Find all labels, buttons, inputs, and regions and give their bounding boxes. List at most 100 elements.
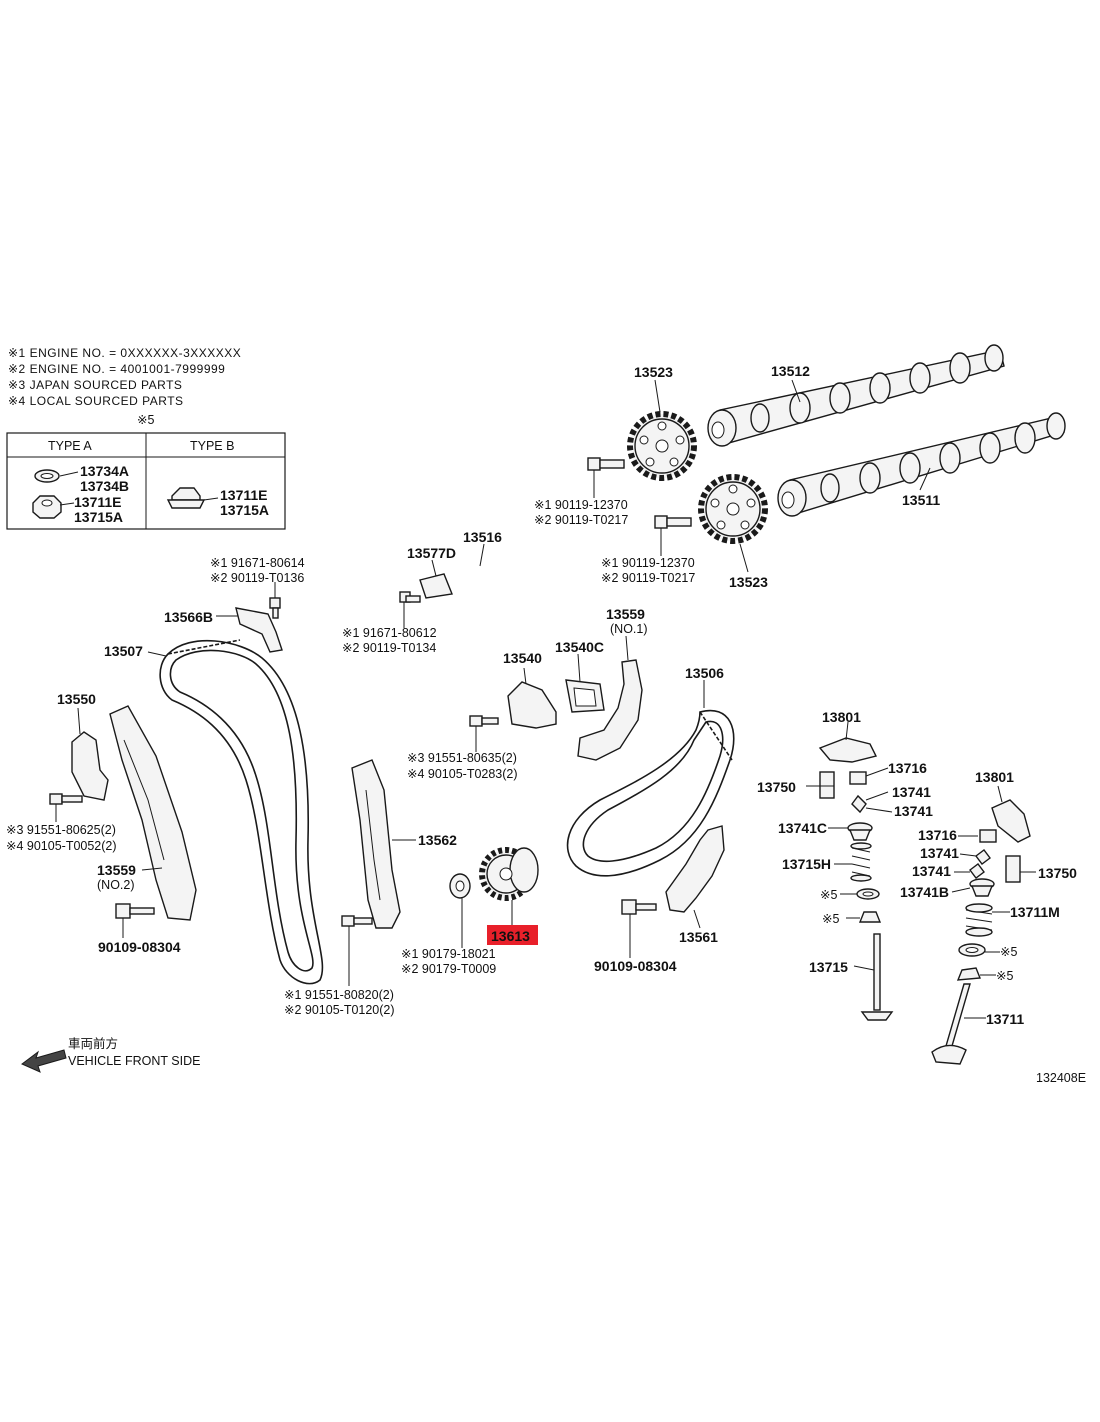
crank-sprocket-13613: [479, 847, 539, 901]
label-13613[interactable]: 13613: [491, 928, 530, 944]
lash-adjuster-13750-a: [819, 771, 835, 799]
keeper-13741-a: [851, 794, 867, 814]
note-2: ※2 ENGINE NO. = 4001001-7999999: [8, 362, 225, 376]
label-13801-b: 13801: [975, 769, 1014, 785]
label-13550: 13550: [57, 691, 96, 707]
label-90109-left: 90109-08304: [98, 939, 181, 955]
label-13507: 13507: [104, 643, 143, 659]
label-13559-no2: 13559: [97, 862, 136, 878]
diagram-ref-code: 132408E: [1036, 1071, 1086, 1085]
chain-guide-13561: [621, 825, 725, 915]
front-label-en: VEHICLE FRONT SIDE: [68, 1054, 200, 1068]
valve-13715: [860, 933, 894, 1021]
spring-13711m: [965, 903, 993, 937]
pipe-13516: [470, 564, 498, 598]
bracket-13577d: [399, 573, 453, 603]
timing-chain-13507: [159, 639, 324, 985]
camshaft-13511: [777, 412, 1066, 517]
label-13741-d: 13741: [912, 863, 951, 879]
label-mark5-b: ※5: [822, 912, 839, 926]
slipper-13559-no2: [109, 705, 197, 921]
label-bolt1-b: ※2 90119-T0217: [534, 513, 628, 527]
front-label-jp: 車両前方: [68, 1036, 118, 1051]
label-90109-right: 90109-08304: [594, 958, 677, 974]
valve-seal-b-icon: [171, 487, 201, 501]
label-13741-a: 13741: [892, 784, 931, 800]
tensioner-13540: [469, 681, 557, 729]
note-3: ※3 JAPAN SOURCED PARTS: [8, 378, 182, 392]
retainer-13741c: [847, 822, 873, 841]
valve-13711: [931, 983, 971, 1065]
vehicle-front-arrow-icon: [21, 1049, 67, 1073]
label-mark5-a: ※5: [820, 888, 837, 902]
label-mark5-d: ※5: [996, 969, 1013, 983]
engine-notes: ※1 ENGINE NO. = 0XXXXXX-3XXXXXX ※2 ENGIN…: [8, 346, 241, 408]
label-13716-a: 13716: [888, 760, 927, 776]
label-13741-c: 13741: [920, 845, 959, 861]
label-13750-b: 13750: [1038, 865, 1077, 881]
seal-a: [858, 911, 882, 923]
label-13540: 13540: [503, 650, 542, 666]
label-13550-bolt-b: ※4 90105-T0052(2): [6, 839, 117, 853]
label-bolt2-b: ※2 90119-T0217: [601, 571, 695, 585]
keeper-13741-d: [969, 863, 985, 879]
label-13715h: 13715H: [782, 856, 831, 872]
label-13550-bolt-a: ※3 91551-80625(2): [6, 823, 116, 837]
label-13562-bolt-a: ※1 91551-80820(2): [284, 988, 394, 1002]
type-b-label-2: 13715A: [220, 502, 269, 518]
label-13715: 13715: [809, 959, 848, 975]
cam-sprocket-top: [627, 411, 697, 481]
label-13711: 13711: [986, 1011, 1024, 1027]
sprocket-bolt-top: [587, 457, 625, 471]
label-13540c: 13540C: [555, 639, 604, 655]
label-13577d: 13577D: [407, 545, 456, 561]
label-13512: 13512: [771, 363, 810, 379]
keeper-13741-c: [975, 849, 991, 865]
type-b-label-1: 13711E: [220, 487, 268, 503]
label-13559-no1-sub: (NO.1): [610, 622, 648, 636]
spring-13715h: [850, 842, 872, 882]
bolt-13562: [341, 915, 373, 927]
camshaft-13512: [707, 344, 1005, 447]
cam-sprocket-bottom: [698, 474, 768, 544]
note-1: ※1 ENGINE NO. = 0XXXXXX-3XXXXXX: [8, 346, 241, 360]
label-13613-nut-b: ※2 90179-T0009: [401, 962, 496, 976]
label-13562-bolt-b: ※2 90105-T0120(2): [284, 1003, 395, 1017]
pad-13716-a: [849, 771, 867, 785]
type-a-label-4: 13715A: [74, 509, 123, 525]
label-13540-bolt-b: ※4 90105-T0283(2): [407, 767, 518, 781]
gasket-13540c: [565, 679, 605, 713]
chain-guide-13562: [351, 759, 401, 929]
label-13566b-bolt-b: ※2 90119-T0136: [210, 571, 304, 585]
label-13559-no2-sub: (NO.2): [97, 878, 135, 892]
label-13741b: 13741B: [900, 884, 949, 900]
label-13561: 13561: [679, 929, 718, 945]
type-a-label-2: 13734B: [80, 478, 129, 494]
guide-13566b: [235, 597, 283, 653]
sprocket-bolt-bottom: [654, 515, 692, 529]
label-13711m: 13711M: [1010, 904, 1060, 920]
label-13577d-bolt-b: ※2 90119-T0134: [342, 641, 436, 655]
label-13613-nut-a: ※1 90179-18021: [401, 947, 496, 961]
rocker-13801-b: [991, 799, 1031, 843]
highlight-13613: [487, 925, 538, 945]
label-bolt1-a: ※1 90119-12370: [534, 498, 628, 512]
washer-a: [856, 888, 880, 900]
label-13741c: 13741C: [778, 820, 827, 836]
label-13566b-bolt-a: ※1 91671-80614: [210, 556, 305, 570]
rocker-13801-a: [818, 737, 878, 763]
nut-13613: [449, 873, 471, 899]
label-13559-no1: 13559: [606, 606, 645, 622]
label-13523-top: 13523: [634, 364, 673, 380]
label-13523-bottom: 13523: [729, 574, 768, 590]
timing-chain-13506: [566, 709, 735, 877]
lash-adjuster-13750-b: [1005, 855, 1021, 883]
type-a-label-3: 13711E: [74, 494, 122, 510]
type-a-label-1: 13734A: [80, 463, 129, 479]
label-13566b: 13566B: [164, 609, 213, 625]
label-13750-a: 13750: [757, 779, 796, 795]
label-13511: 13511: [902, 492, 940, 508]
label-13577d-bolt-a: ※1 91671-80612: [342, 626, 437, 640]
label-13716-b: 13716: [918, 827, 957, 843]
